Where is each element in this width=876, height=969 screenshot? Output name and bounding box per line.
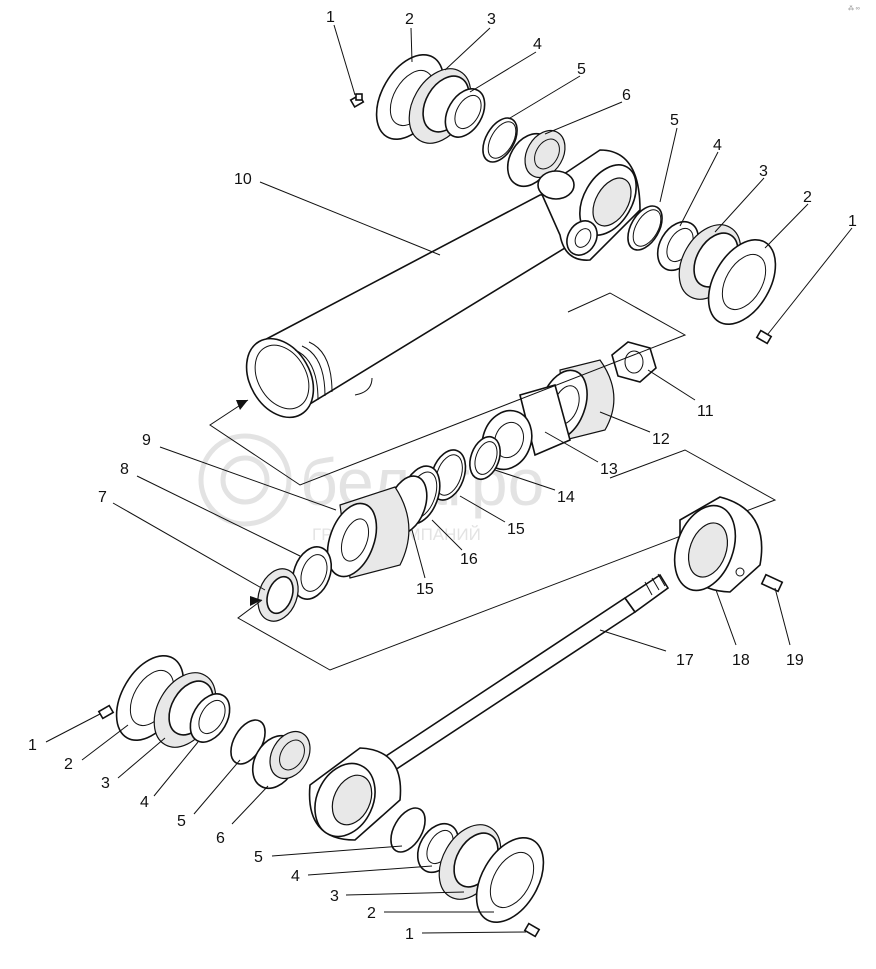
label-bottom-left-5: 5	[177, 813, 186, 830]
ring-5-bottom-right	[390, 807, 426, 853]
tube-thread	[294, 341, 333, 401]
label-17: 17	[676, 652, 694, 669]
flange-2-right	[707, 238, 777, 326]
piston-group	[257, 341, 657, 622]
gland-right	[627, 205, 777, 345]
watermark-logo-ring	[198, 433, 292, 527]
routing-lines	[209, 292, 777, 671]
oring-14	[469, 435, 501, 481]
bolt-1-bottom-left	[97, 704, 115, 720]
label-bottom-right-3: 3	[330, 888, 339, 905]
label-15-lower: 15	[416, 581, 434, 598]
rod-eye	[308, 747, 402, 841]
label-15-upper: 15	[507, 521, 525, 538]
label-18: 18	[732, 652, 750, 669]
label-19: 19	[786, 652, 804, 669]
label-9: 9	[142, 432, 151, 449]
gland-top-left	[349, 53, 566, 188]
gland-bottom-left	[97, 654, 311, 790]
bolt-1-bottom-right	[523, 922, 541, 938]
gland-bottom-right	[390, 807, 545, 938]
label-bottom-left-6: 6	[216, 830, 225, 847]
label-8: 8	[120, 461, 129, 478]
ring-5-right	[627, 205, 663, 251]
label-top-6: 6	[622, 87, 631, 104]
label-13: 13	[600, 461, 618, 478]
label-11: 11	[697, 403, 714, 420]
corner-mark: ⁂ ∞	[848, 6, 860, 12]
label-top-4: 4	[533, 36, 542, 53]
label-right-2: 2	[803, 189, 812, 206]
grease-fitting-19	[760, 573, 784, 593]
nut-11	[611, 341, 657, 383]
ring-7	[257, 568, 299, 622]
label-14: 14	[557, 489, 575, 506]
label-bottom-left-1: 1	[28, 737, 37, 754]
label-right-4: 4	[713, 137, 722, 154]
label-right-1: 1	[848, 213, 857, 230]
seal-4-top	[444, 88, 486, 138]
cylinder-tube-10	[245, 149, 641, 419]
rod-17	[378, 573, 670, 774]
label-right-5: 5	[670, 112, 679, 129]
head-18	[673, 496, 763, 593]
label-bottom-left-2: 2	[64, 756, 73, 773]
arrow-head-upper	[236, 400, 248, 410]
seal-4-bottom-left	[189, 693, 231, 743]
label-right-3: 3	[759, 163, 768, 180]
ring-5-top	[482, 117, 518, 163]
arrow-head-lower	[250, 596, 262, 606]
label-bottom-right-2: 2	[367, 905, 376, 922]
label-12: 12	[652, 431, 670, 448]
label-top-1: 1	[326, 9, 335, 26]
ring-8	[291, 546, 333, 600]
label-bottom-right-1: 1	[405, 926, 414, 943]
bushing-6-top	[506, 129, 566, 188]
label-bottom-right-5: 5	[254, 849, 263, 866]
label-16: 16	[460, 551, 478, 568]
part-labels: 1 2 3 4 5 6 5 4 3 2 1 10 11 12 13 14 15 …	[28, 9, 857, 943]
label-top-5: 5	[577, 61, 586, 78]
bushing-6-bottom-left	[251, 730, 311, 790]
bolt-1-top	[349, 93, 365, 109]
leader-lines	[45, 24, 853, 934]
tube-head-lug	[537, 149, 641, 261]
bolt-1-right	[755, 329, 773, 345]
label-bottom-left-4: 4	[140, 794, 149, 811]
watermark-logo-core	[220, 455, 270, 505]
label-bottom-right-4: 4	[291, 868, 300, 885]
label-7: 7	[98, 489, 107, 506]
label-top-2: 2	[405, 11, 414, 28]
label-bottom-left-3: 3	[101, 775, 110, 792]
label-10: 10	[234, 171, 252, 188]
flange-2-bottom-right	[475, 836, 545, 924]
label-top-3: 3	[487, 11, 496, 28]
piston-9	[326, 486, 410, 579]
